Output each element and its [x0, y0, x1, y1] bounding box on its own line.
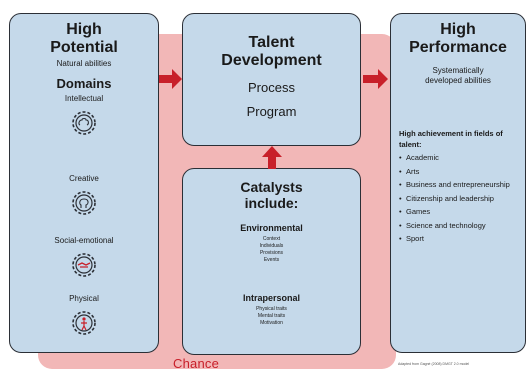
domains-heading: Domains	[56, 76, 112, 91]
achievement-heading: High achievement in fields of talent:	[399, 129, 503, 149]
domain-label-physical: Physical	[69, 294, 99, 303]
intrapersonal-item: Physical traits	[256, 306, 287, 312]
high-performance-box: High Performance Systematically develope…	[390, 13, 526, 353]
intrapersonal-item: Mental traits	[257, 313, 286, 319]
domain-label-creative: Creative	[69, 174, 99, 183]
field-item: Games	[399, 207, 525, 218]
talent-development-process: Process	[248, 80, 295, 95]
high-performance-title-line1: High	[440, 21, 476, 38]
high-potential-title-line2: Potential	[50, 39, 118, 56]
intrapersonal-heading: Intrapersonal	[242, 293, 300, 303]
chance-label: Chance	[173, 356, 220, 371]
field-item: Sport	[399, 234, 525, 245]
field-item: Business and entrepreneurship	[399, 180, 525, 191]
source-credit: Adapted from Gagné (2008) DMGT 2.0 model	[398, 362, 470, 366]
talent-development-box: Talent Development Process Program	[182, 13, 361, 146]
environmental-item: Provisions	[259, 250, 284, 256]
arrow-right-icon	[159, 69, 182, 89]
handshake-gear-icon	[72, 253, 96, 277]
arrow-right-icon	[363, 69, 388, 89]
field-item: Citizenship and leadership	[399, 194, 525, 205]
domain-label-social-emotional: Social-emotional	[54, 236, 114, 245]
catalysts-box: Catalysts include: Environmental Context…	[182, 168, 361, 355]
environmental-item: Events	[263, 257, 280, 263]
environmental-item: Individuals	[259, 243, 284, 249]
environmental-heading: Environmental	[240, 223, 303, 233]
intrapersonal-item: Motivation	[260, 320, 283, 326]
arrow-up-icon	[262, 146, 282, 169]
head-gear-icon	[72, 191, 96, 215]
field-item: Arts	[399, 167, 525, 178]
high-potential-title-line1: High	[66, 21, 102, 38]
fields-of-talent-list: High achievement in fields of talent: Ac…	[399, 128, 525, 245]
high-potential-subtitle: Natural abilities	[56, 59, 112, 68]
catalysts-title-line1: Catalysts	[240, 179, 303, 195]
domain-label-intellectual: Intellectual	[64, 94, 104, 103]
high-performance-subtitle-line1: Systematically	[432, 66, 484, 75]
catalysts-title-line2: include:	[244, 195, 299, 211]
high-performance-subtitle-line2: developed abilities	[425, 76, 491, 85]
person-gear-icon	[72, 311, 96, 335]
high-potential-box: High Potential Natural abilities Domains…	[9, 13, 159, 353]
talent-development-title-line1: Talent	[248, 34, 295, 51]
high-performance-title-line2: Performance	[409, 39, 507, 56]
talent-development-title-line2: Development	[221, 52, 322, 69]
talent-development-program: Program	[246, 104, 297, 119]
environmental-item: Context	[262, 236, 281, 242]
brain-gear-icon	[72, 111, 96, 135]
field-item: Science and technology	[399, 221, 525, 232]
field-item: Academic	[399, 153, 525, 164]
